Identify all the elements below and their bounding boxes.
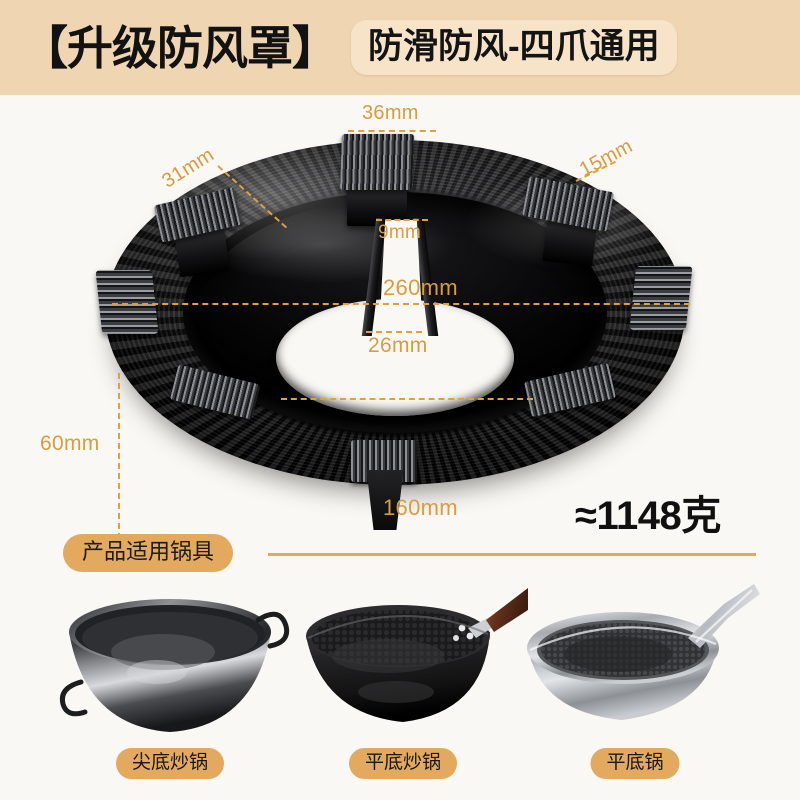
dimension-label-60mm: 60mm [40, 432, 100, 455]
product-stage: 36mm 31mm 15mm 9mm 260mm 26mm 160mm 60mm… [0, 95, 800, 550]
flat-bottom-wok-icon [306, 588, 528, 722]
bottom-leg [366, 470, 404, 530]
pan-caption-3: 平底锅 [590, 748, 680, 779]
pan-item-stainless-frying-pan: 平底锅 [510, 580, 760, 800]
dimension-label-36mm: 36mm [362, 102, 419, 124]
dimension-line-36mm [348, 130, 436, 132]
dimension-label-260mm: 260mm [383, 275, 458, 300]
compatible-pans-row: 尖底炒锅 [0, 580, 800, 800]
subtitle-text: 防滑防风-四爪通用 [368, 27, 660, 66]
center-slot-gap [379, 220, 423, 336]
weight-label: ≈1148克 [575, 494, 721, 538]
pan-item-flat-bottom-wok: 平底炒锅 [278, 580, 528, 800]
dimension-label-26mm: 26mm [368, 334, 428, 357]
compat-section-badge-label: 产品适用锅具 [82, 539, 215, 564]
page-title: 【升级防风罩】 [22, 21, 338, 74]
claw-top [340, 134, 414, 190]
compat-section-badge: 产品适用锅具 [63, 534, 234, 572]
dimension-label-9mm: 9mm [378, 222, 422, 243]
pan-caption-1: 尖底炒锅 [115, 748, 225, 779]
subtitle-badge: 防滑防风-四爪通用 [351, 20, 677, 75]
dimension-line-260mm [112, 303, 690, 305]
header-band: 【升级防风罩】 防滑防风-四爪通用 [0, 0, 800, 95]
round-bottom-wok-icon [59, 599, 290, 732]
dimension-line-60mm [118, 373, 120, 549]
dimension-line-26mm [366, 331, 422, 333]
pan-caption-2: 平底炒锅 [348, 748, 458, 779]
wind-shield-product-image [95, 134, 693, 530]
pan-caption-3-label: 平底锅 [606, 752, 664, 773]
side-rib-left [95, 270, 159, 334]
dimension-line-9mm [376, 219, 428, 221]
pan-item-round-bottom-wok: 尖底炒锅 [45, 580, 295, 800]
dimension-line-160mm [281, 398, 533, 400]
compat-section-header: 产品适用锅具 [0, 534, 800, 578]
pan-caption-2-label: 平底炒锅 [364, 752, 442, 773]
pan-caption-1-label: 尖底炒锅 [131, 752, 209, 773]
side-rib-right [629, 266, 693, 330]
stainless-frying-pan-icon [527, 584, 760, 720]
section-divider-line [268, 553, 756, 556]
dimension-label-160mm: 160mm [383, 495, 458, 520]
